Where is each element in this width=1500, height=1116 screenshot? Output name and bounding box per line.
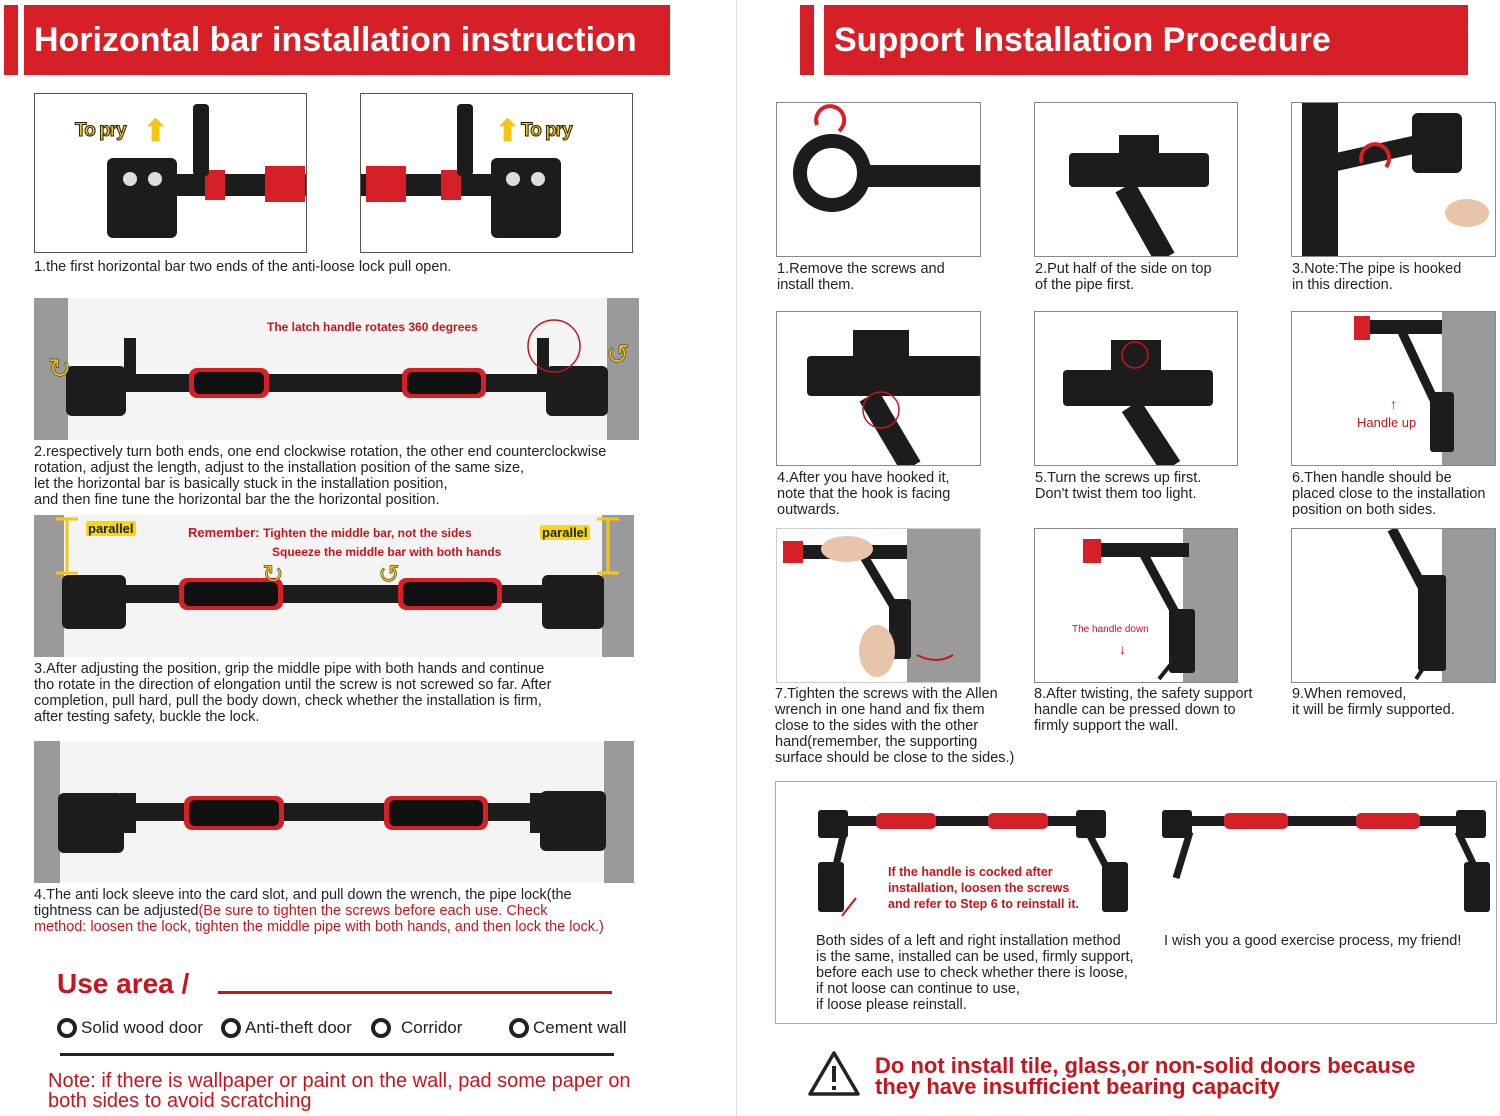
- circle-icon: [509, 1018, 529, 1038]
- support-bracket-illustration: [1387, 529, 1446, 681]
- support-step5-image: [1034, 311, 1238, 466]
- step3-caption: 3.After adjusting the position, grip the…: [34, 661, 552, 725]
- step1-caption: 1.the first horizontal bar two ends of t…: [34, 259, 452, 275]
- support-step3-caption: 3.Note:The pipe is hooked in this direct…: [1292, 261, 1462, 293]
- left-banner-title: Horizontal bar installation instruction: [24, 5, 670, 75]
- support-bracket-illustration: [1063, 340, 1213, 465]
- svg-text:↺: ↺: [378, 560, 400, 590]
- cocked-handle-note: If the handle is cocked after installati…: [888, 865, 1080, 911]
- support-step2-image: [1034, 102, 1238, 257]
- column-divider: [736, 0, 737, 1116]
- installation-summary-box: If the handle is cocked after installati…: [775, 781, 1497, 1024]
- support-bracket-illustration: [793, 104, 980, 212]
- support-step9-caption: 9.When removed, it will be firmly suppor…: [1292, 686, 1455, 718]
- use-area-item: Solid wood door: [57, 1018, 203, 1038]
- horizontal-bar-illustration: ↻ ↺: [56, 517, 619, 629]
- door-warning: Do not install tile, glass,or non-solid …: [875, 1053, 1416, 1099]
- banner-accent: [4, 5, 18, 75]
- use-area-item: Corridor: [371, 1018, 462, 1038]
- support-step6-image: ↑ Handle up: [1291, 311, 1496, 466]
- parallel-label-left: parallel: [86, 521, 136, 536]
- arrow-down-icon: ↓: [1119, 641, 1126, 657]
- support-bracket-illustration: [1069, 135, 1209, 256]
- support-step2-caption: 2.Put half of the side on top of the pip…: [1035, 261, 1212, 293]
- warning-icon: [808, 1051, 860, 1096]
- support-step1-caption: 1.Remove the screws and install them.: [777, 261, 945, 293]
- use-area-item: Cement wall: [509, 1018, 627, 1038]
- support-bracket-illustration: [807, 330, 980, 465]
- use-area-rule: [218, 991, 612, 994]
- support-step1-image: [776, 102, 981, 257]
- step4-image: [34, 741, 634, 883]
- horizontal-bar-illustration: [58, 791, 606, 853]
- support-step7-caption: 7.Tighten the screws with the Allen wren…: [775, 686, 1015, 766]
- arrow-up-icon: ⬆: [143, 115, 169, 148]
- handle-up-label: Handle up: [1357, 415, 1417, 430]
- circle-icon: [371, 1018, 391, 1038]
- good-wishes-text: I wish you a good exercise process, my f…: [1164, 933, 1462, 949]
- squeeze-note: Squeeze the middle bar with both hands: [272, 545, 502, 559]
- use-area-bottom-rule: [60, 1053, 614, 1056]
- step1-image-left: To pry ⬆: [34, 93, 307, 253]
- support-bracket-illustration: [1083, 539, 1195, 681]
- use-area-title: Use area /: [57, 968, 190, 999]
- right-banner-title: Support Installation Procedure: [824, 5, 1468, 75]
- support-step9-image: [1291, 528, 1496, 683]
- arrow-up-icon: ↑: [1390, 396, 1397, 412]
- installed-bar-illustration: [818, 810, 1490, 917]
- step4-caption: 4.The anti lock sleeve into the card slo…: [34, 887, 604, 935]
- support-bracket-illustration: [1302, 103, 1489, 256]
- wallpaper-note: Note: if there is wallpaper or paint on …: [48, 1070, 631, 1112]
- step3-image: ↻ ↺ parallel parallel Remember: Tighten …: [34, 515, 634, 657]
- support-step7-image: [776, 528, 981, 683]
- svg-text:↺: ↺: [606, 338, 629, 371]
- svg-text:↻: ↻: [262, 560, 284, 590]
- step1-image-right: ⬆ To pry: [360, 93, 633, 253]
- svg-text:↻: ↻: [48, 352, 71, 385]
- support-step4-image: [776, 311, 981, 466]
- support-step6-caption: 6.Then handle should be placed close to …: [1292, 470, 1486, 518]
- support-step3-image: [1291, 102, 1496, 257]
- step2-caption: 2.respectively turn both ends, one end c…: [34, 444, 607, 508]
- support-step5-caption: 5.Turn the screws up first. Don't twist …: [1035, 470, 1202, 502]
- circle-icon: [221, 1018, 241, 1038]
- remember-note: Remember: Tighten the middle bar, not th…: [188, 525, 472, 540]
- handle-down-label: The handle down: [1072, 624, 1149, 635]
- installation-method-text: Both sides of a left and right installat…: [816, 933, 1134, 1013]
- support-step4-caption: 4.After you have hooked it, note that th…: [777, 470, 951, 518]
- support-step8-caption: 8.After twisting, the safety support han…: [1034, 686, 1253, 734]
- support-bracket-illustration: [1354, 316, 1454, 452]
- bar-end-illustration: [361, 104, 561, 238]
- use-area-item: Anti-theft door: [221, 1018, 352, 1038]
- arrow-up-icon: ⬆: [495, 115, 521, 148]
- parallel-label-right: parallel: [540, 525, 590, 540]
- step2-image: ↻ ↺ The latch handle rotates 360 degrees: [34, 298, 639, 440]
- bar-end-illustration: [107, 104, 306, 238]
- to-pry-label-left: To pry: [75, 120, 128, 142]
- latch-annotation: The latch handle rotates 360 degrees: [267, 320, 478, 334]
- to-pry-label-right: To pry: [521, 120, 574, 142]
- circle-icon: [57, 1018, 77, 1038]
- support-step8-image: The handle down ↓: [1034, 528, 1238, 683]
- support-bracket-illustration: [783, 536, 954, 677]
- banner-accent: [800, 5, 814, 75]
- horizontal-bar-illustration: ↻ ↺: [48, 319, 630, 416]
